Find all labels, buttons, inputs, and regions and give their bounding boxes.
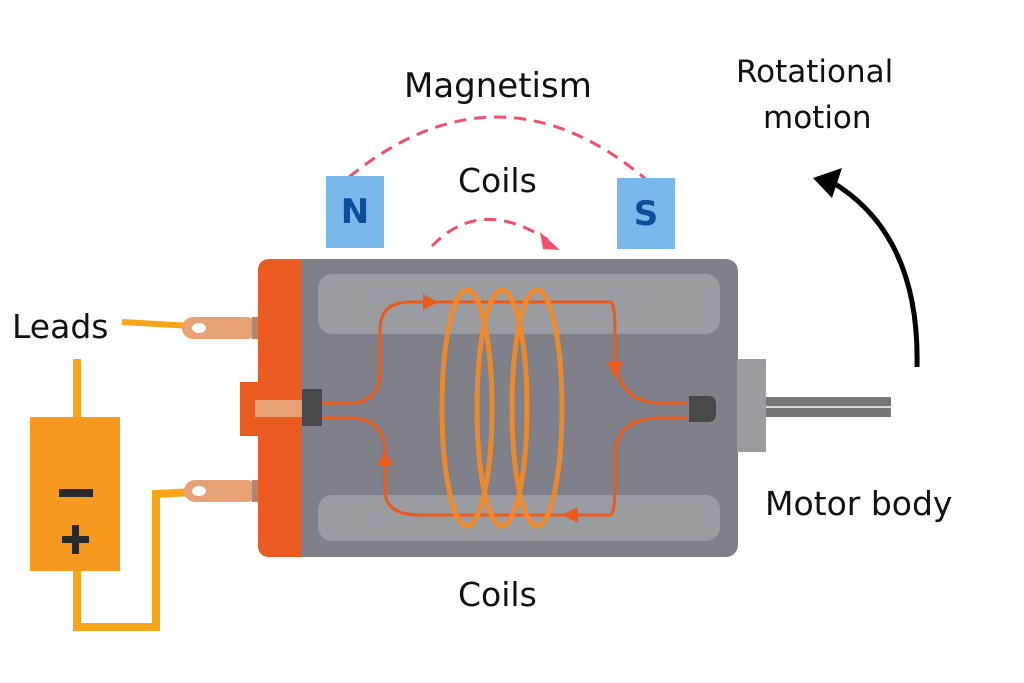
rotational-motion-label-line1: Rotational — [736, 54, 894, 90]
motor-inner-panel-bottom — [318, 495, 720, 541]
magnet-south-label: S — [633, 193, 659, 234]
coil-loop — [474, 287, 530, 529]
rotation-arrow — [830, 179, 920, 368]
motor-inner-panel-top — [318, 274, 720, 334]
current-path — [322, 300, 688, 517]
motor-body-label: Motor body — [765, 484, 953, 523]
rotational-motion-label-line2: motion — [763, 100, 872, 136]
current-arrow-left — [377, 450, 393, 466]
brush-right — [689, 396, 716, 422]
rotation-arrowhead — [813, 168, 842, 198]
terminal-top — [182, 317, 258, 339]
current-arrow-right — [607, 362, 623, 378]
terminal-bottom — [184, 480, 258, 502]
magnet-south: S — [617, 178, 675, 249]
battery-negative-symbol — [59, 489, 93, 497]
lead-wire-top — [121, 319, 193, 329]
coils-label-top: Coils — [458, 161, 537, 200]
coils-field-arrow — [430, 218, 549, 248]
coil-loop — [439, 287, 495, 529]
magnet-north-label: N — [340, 192, 370, 232]
coils-field-arrowhead — [540, 232, 560, 250]
current-arrow-bottom — [562, 507, 578, 523]
magnetism-label: Magnetism — [404, 66, 592, 106]
coil-windings — [439, 287, 565, 529]
coils-label-bottom: Coils — [458, 575, 537, 614]
leads-label: Leads — [12, 307, 109, 346]
current-arrow-top — [423, 294, 438, 310]
magnet-north: N — [326, 176, 384, 248]
coil-loop — [509, 287, 565, 529]
magnetism-field-line — [348, 115, 649, 183]
brush-left — [302, 389, 322, 426]
battery-positive-symbol — [62, 525, 89, 554]
commutator-pin — [255, 400, 303, 417]
battery-wire-bottom — [73, 488, 195, 631]
shaft-bearing — [737, 359, 766, 452]
